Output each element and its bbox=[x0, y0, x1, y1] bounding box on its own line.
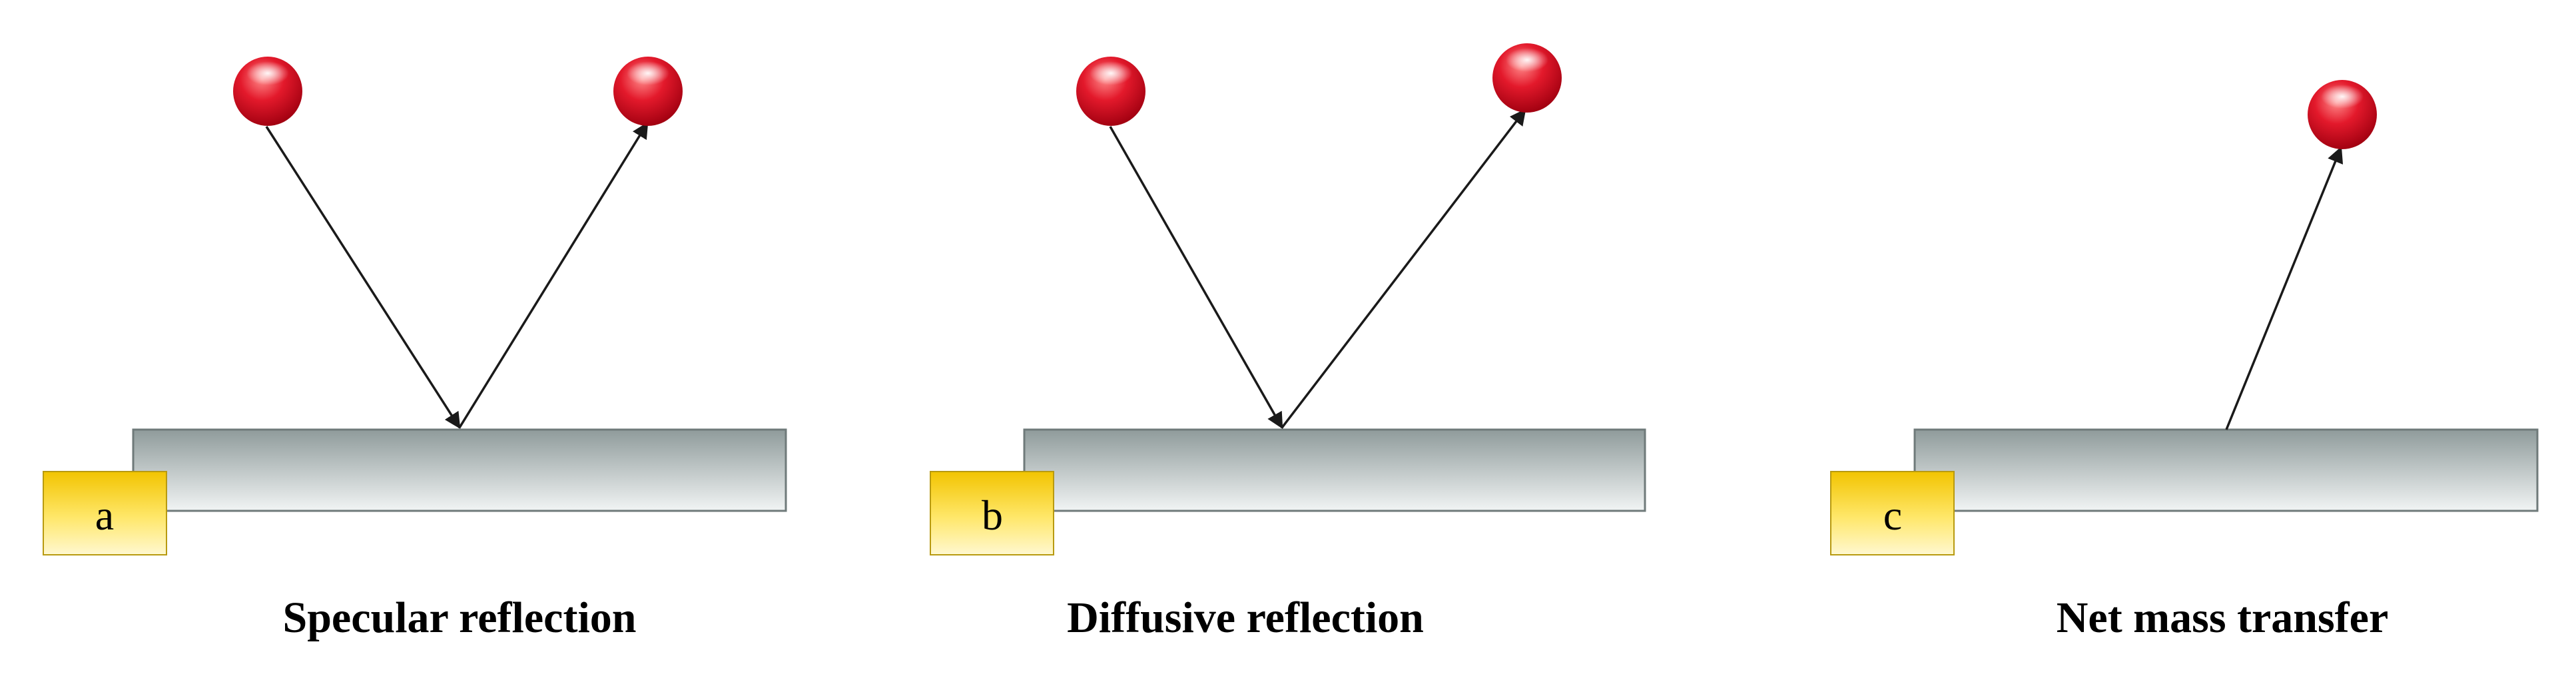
incident-trajectory bbox=[1109, 126, 1283, 430]
panel-tag-box: c bbox=[1830, 471, 1955, 555]
panel-tag-label: a bbox=[95, 492, 114, 539]
incident-particle bbox=[1076, 57, 1145, 126]
diffuse-reflected-trajectory bbox=[1281, 109, 1526, 429]
reflected-trajectory bbox=[458, 121, 649, 428]
reflected-particle bbox=[613, 57, 683, 126]
panel-tag-box: b bbox=[930, 471, 1054, 555]
surface-plate bbox=[1913, 428, 2539, 512]
panel-c: c bbox=[1830, 80, 2539, 555]
panel-tag-label: b bbox=[982, 492, 1003, 539]
panel-b-caption: Diffusive reflection bbox=[1067, 593, 1424, 642]
incident-trajectory bbox=[265, 126, 461, 430]
panel-a-caption: Specular reflection bbox=[282, 593, 637, 642]
emitted-trajectory bbox=[2225, 146, 2344, 430]
emitted-particle bbox=[2308, 80, 2377, 149]
surface-plate bbox=[1023, 428, 1646, 512]
incident-particle bbox=[233, 57, 302, 126]
surface-plate bbox=[132, 428, 787, 512]
panel-a: a bbox=[43, 57, 787, 555]
panel-c-caption: Net mass transfer bbox=[2056, 593, 2389, 642]
panel-tag-box: a bbox=[43, 471, 167, 555]
panel-b: b bbox=[930, 43, 1646, 555]
reflected-particle bbox=[1492, 43, 1562, 113]
panel-tag-label: c bbox=[1883, 492, 1902, 539]
